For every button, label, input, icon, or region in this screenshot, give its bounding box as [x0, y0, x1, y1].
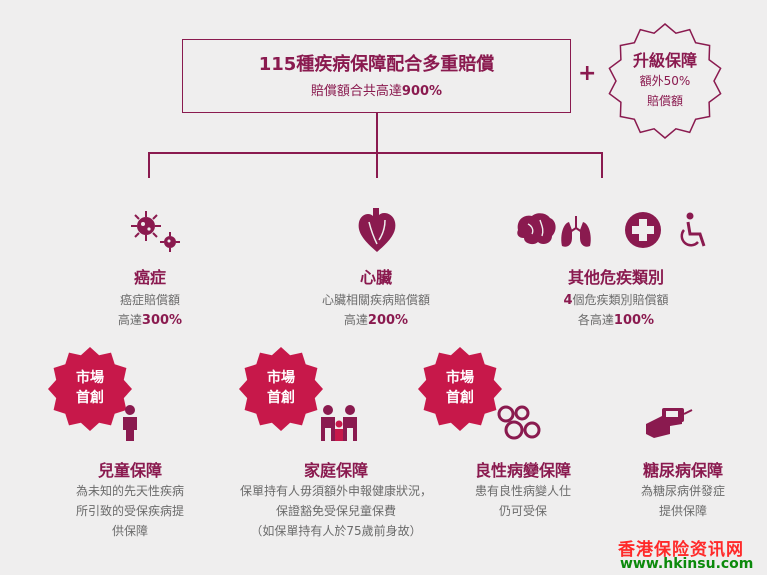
upgrade-title: 升級保障 — [632, 51, 697, 70]
connector-horizontal — [148, 152, 602, 154]
bottom-line: 為未知的先天性疾病 — [75, 484, 184, 498]
category-rate-cancer: 高達300% — [117, 313, 183, 328]
market-first-badge: 市場 首創 — [47, 346, 133, 432]
main-benefit-title: 115種疾病保障配合多重賠償 — [258, 54, 495, 75]
bottom-line: 仍可受保 — [498, 504, 547, 518]
category-desc-other: 4個危疾類別賠償額 — [563, 293, 669, 308]
badge-line1: 市場 — [446, 370, 474, 386]
watermark-site-name: 香港保险资讯网 — [618, 540, 744, 560]
category-rate-heart: 高達200% — [343, 313, 409, 328]
heart-icon — [358, 208, 396, 252]
bottom-line: 保單持有人毋須額外申報健康狀況， — [239, 484, 432, 498]
badge-burst-shape — [239, 347, 323, 431]
virus-icon — [131, 211, 180, 252]
bottom-line: 供保障 — [111, 524, 148, 538]
bottom-line: （如保單持有人於75歲前身故） — [250, 524, 422, 538]
bottom-line: 為糖尿病併發症 — [640, 484, 725, 498]
connector-vertical — [376, 113, 378, 153]
bottom-title-benign: 良性病變保障 — [474, 461, 571, 480]
family-icon — [321, 405, 357, 441]
category-desc-heart: 心臟相關疾病賠償額 — [321, 293, 430, 307]
main-benefit-box: 115種疾病保障配合多重賠償 賠償額合共高達900% — [182, 39, 571, 113]
category-title-other: 其他危疾類別 — [567, 268, 664, 287]
category-title-cancer: 癌症 — [133, 268, 166, 287]
organs-icon — [517, 212, 706, 248]
category-title-heart: 心臟 — [359, 268, 392, 287]
market-first-badge: 市場 首創 — [417, 346, 503, 432]
market-first-badge: 市場 首創 — [238, 346, 324, 432]
bottom-line: 患有良性病變人仕 — [474, 484, 571, 498]
badge-burst-shape — [418, 347, 502, 431]
main-benefit-subtitle: 賠償額合共高達900% — [310, 84, 443, 99]
category-rate-other: 各高達100% — [577, 313, 655, 328]
right-edge-strip — [767, 0, 773, 575]
child-icon — [123, 405, 137, 441]
upgrade-line2: 賠償額 — [646, 94, 683, 108]
category-desc-cancer: 癌症賠償額 — [119, 293, 180, 307]
badge-line2: 首創 — [76, 390, 104, 406]
badge-line1: 市場 — [267, 370, 295, 386]
glucose-meter-icon — [646, 408, 693, 438]
connector-center — [376, 152, 378, 178]
bottom-line: 提供保障 — [658, 504, 707, 518]
bottom-line: 所引致的受保疾病提 — [75, 504, 184, 518]
watermark-url: www.hkinsu.com — [620, 556, 754, 572]
badge-line2: 首創 — [267, 390, 295, 406]
badge-burst-shape — [48, 347, 132, 431]
connector-right — [601, 152, 603, 178]
bottom-title-child: 兒童保障 — [97, 461, 162, 480]
connector-left — [148, 152, 150, 178]
plus-symbol: + — [578, 61, 597, 86]
bottom-title-diabetes: 糖尿病保障 — [642, 461, 723, 480]
upgrade-burst-badge — [608, 23, 722, 139]
badge-line1: 市場 — [76, 370, 104, 386]
cells-icon — [497, 405, 541, 440]
bottom-line: 保證豁免受保兒童保費 — [275, 504, 396, 518]
badge-line2: 首創 — [446, 390, 474, 406]
upgrade-line1: 額外50% — [639, 74, 691, 88]
bottom-title-family: 家庭保障 — [303, 461, 368, 480]
